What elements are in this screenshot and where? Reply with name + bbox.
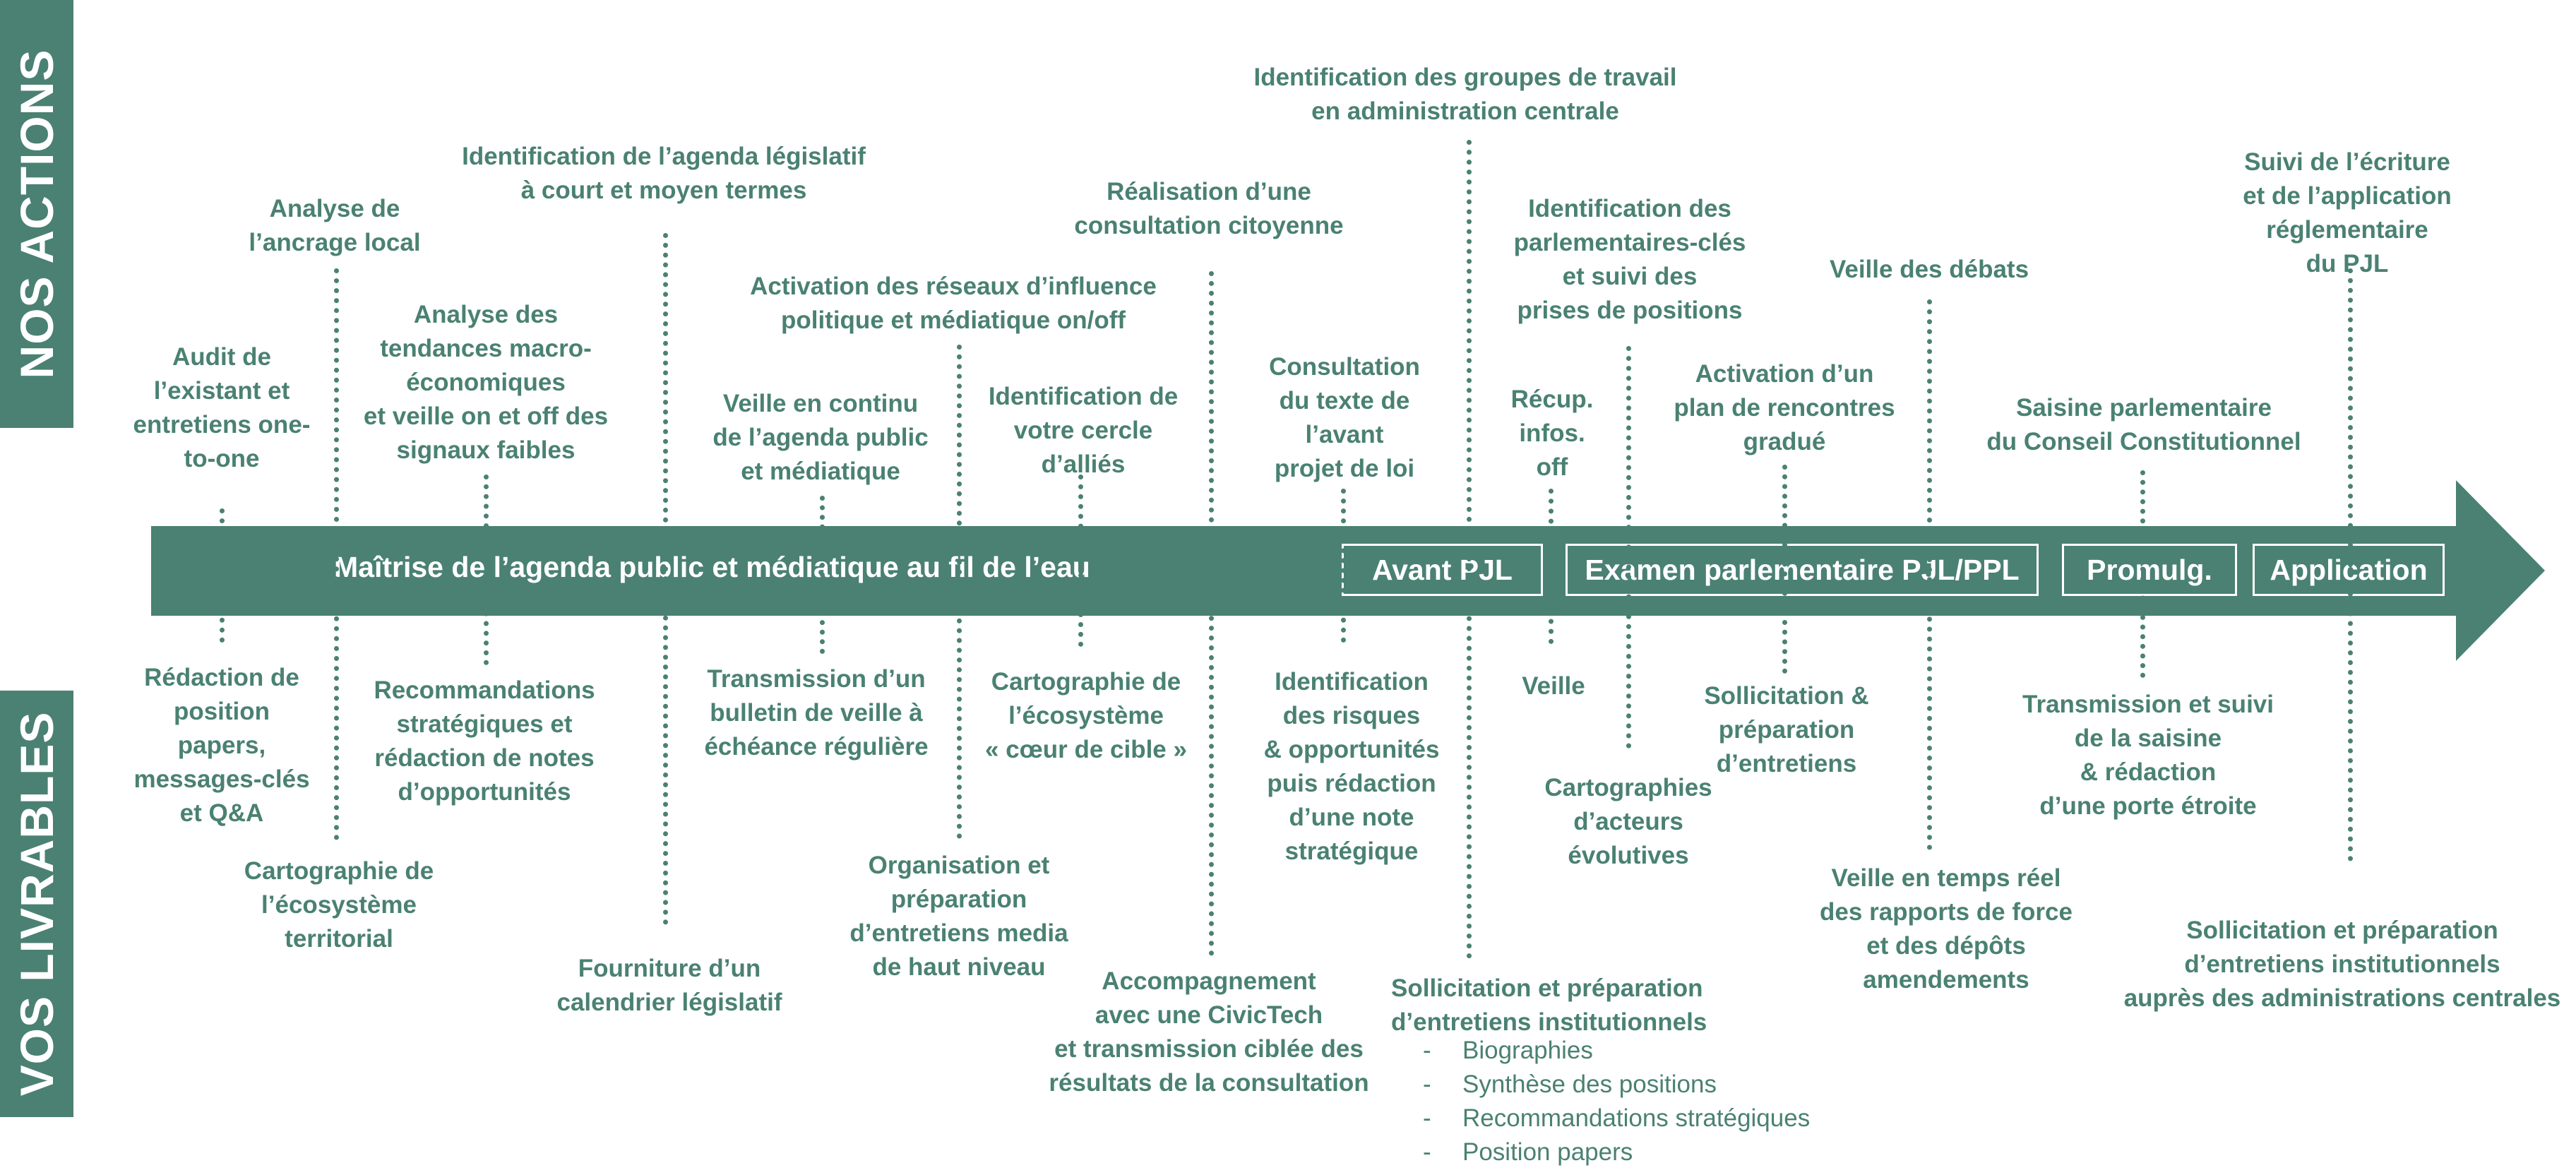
action-parlementaires-cles: Identification des parlementaires-clés e… [1513,195,1746,324]
action-veille-continu: Veille en continu de l’agenda public et … [712,390,929,485]
sublist-item-recommandations: -Recommandations stratégiques [1423,1104,1811,1132]
deliverable-administrations-centrales: Sollicitation et préparation d’entretien… [2123,917,2561,1012]
deliverable-entretiens-institutionnels: Sollicitation et préparation d’entretien… [1391,974,1707,1036]
connector-rencontres [1782,465,1787,674]
deliverable-recommandations: Recommandations stratégiques et rédactio… [374,676,595,806]
connector-agenda-legislatif [663,233,668,925]
action-recup-infos: Récup. infos. off [1510,386,1594,481]
connector-saisine [2140,470,2145,678]
sublist-item-synthese: -Synthèse des positions [1423,1070,1717,1098]
action-ancrage-local: Analyse de l’ancrage local [249,195,421,256]
deliverable-bulletin-veille: Transmission d’un bulletin de veille à é… [704,665,929,761]
connector-ancrage [334,268,339,840]
connector-tendances [484,475,489,665]
action-audit: Audit de l’existant et entretiens one- t… [133,343,311,472]
connector-parlementaires [1626,346,1631,748]
action-avant-projet: Consultation du texte de l’avant projet … [1269,353,1420,482]
band-title: Maîtrise de l’agenda public et médiatiqu… [334,551,1090,583]
connector-allies [1078,475,1083,647]
sublist-item-position-papers: -Position papers [1423,1138,1633,1166]
phase-avant-pjl: Avant PJL [1342,544,1543,596]
deliverable-porte-etroite: Transmission et suivi de la saisine & ré… [2022,691,2274,820]
connector-groupes-travail [1467,140,1472,959]
action-agenda-legislatif: Identification de l’agenda législatif à … [462,143,866,204]
action-cercle-allies: Identification de votre cercle d’alliés [988,383,1179,478]
deliverable-note-strategique: Identification des risques & opportunité… [1263,668,1440,865]
phase-promulgation: Promulg. [2062,544,2237,596]
deliverable-cartographies-acteurs: Cartographies d’acteurs évolutives [1544,774,1712,869]
connector-reseaux [957,345,962,839]
action-tendances: Analyse des tendances macro- économiques… [363,301,609,464]
timeline-arrow-shape [151,480,2545,661]
deliverable-sollicitation-entretiens: Sollicitation & préparation d’entretiens [1704,682,1869,777]
connector-recup-infos [1549,489,1554,644]
sidebar-actions-banner: NOS ACTIONS [0,0,73,428]
phase-examen-parlementaire: Examen parlementaire PJL/PPL [1566,544,2039,596]
sublist-item-biographies: -Biographies [1423,1037,1593,1064]
deliverable-civictech: Accompagnement avec une CivicTech et tra… [1049,967,1369,1097]
action-reseaux-influence: Activation des réseaux d’influence polit… [750,273,1157,334]
connector-avant-projet [1341,489,1346,643]
deliverable-entretiens-media: Organisation et préparation d’entretiens… [849,852,1068,981]
deliverable-cartographie-coeur: Cartographie de l’écosystème « cœur de c… [985,668,1187,763]
action-consultation-citoyenne: Réalisation d’une consultation citoyenne [1074,178,1344,239]
deliverable-cartographie-territorial: Cartographie de l’écosystème territorial [244,857,434,953]
deliverable-veille: Veille [1522,672,1585,700]
connector-audit [220,508,225,643]
connector-veille-continu [820,496,825,654]
action-saisine-conseil: Saisine parlementaire du Conseil Constit… [1986,394,2301,455]
action-suivi-ecriture: Suivi de l’écriture et de l’application … [2243,148,2452,278]
connector-suivi-ecriture [2348,268,2353,861]
deliverable-veille-temps-reel: Veille en temps réel des rapports de for… [1820,864,2073,994]
sidebar-deliverables-banner: VOS LIVRABLES [0,691,73,1117]
action-plan-rencontres: Activation d’un plan de rencontres gradu… [1674,360,1895,455]
action-groupes-travail: Identification des groupes de travail en… [1253,64,1677,125]
deliverable-calendrier-legislatif: Fourniture d’un calendrier législatif [556,955,782,1016]
connector-consultation [1209,271,1214,956]
action-veille-debats: Veille des débats [1829,256,2029,283]
deliverable-position-papers: Rédaction de position papers, messages-c… [133,664,310,827]
connector-veille-debats [1927,299,1932,850]
